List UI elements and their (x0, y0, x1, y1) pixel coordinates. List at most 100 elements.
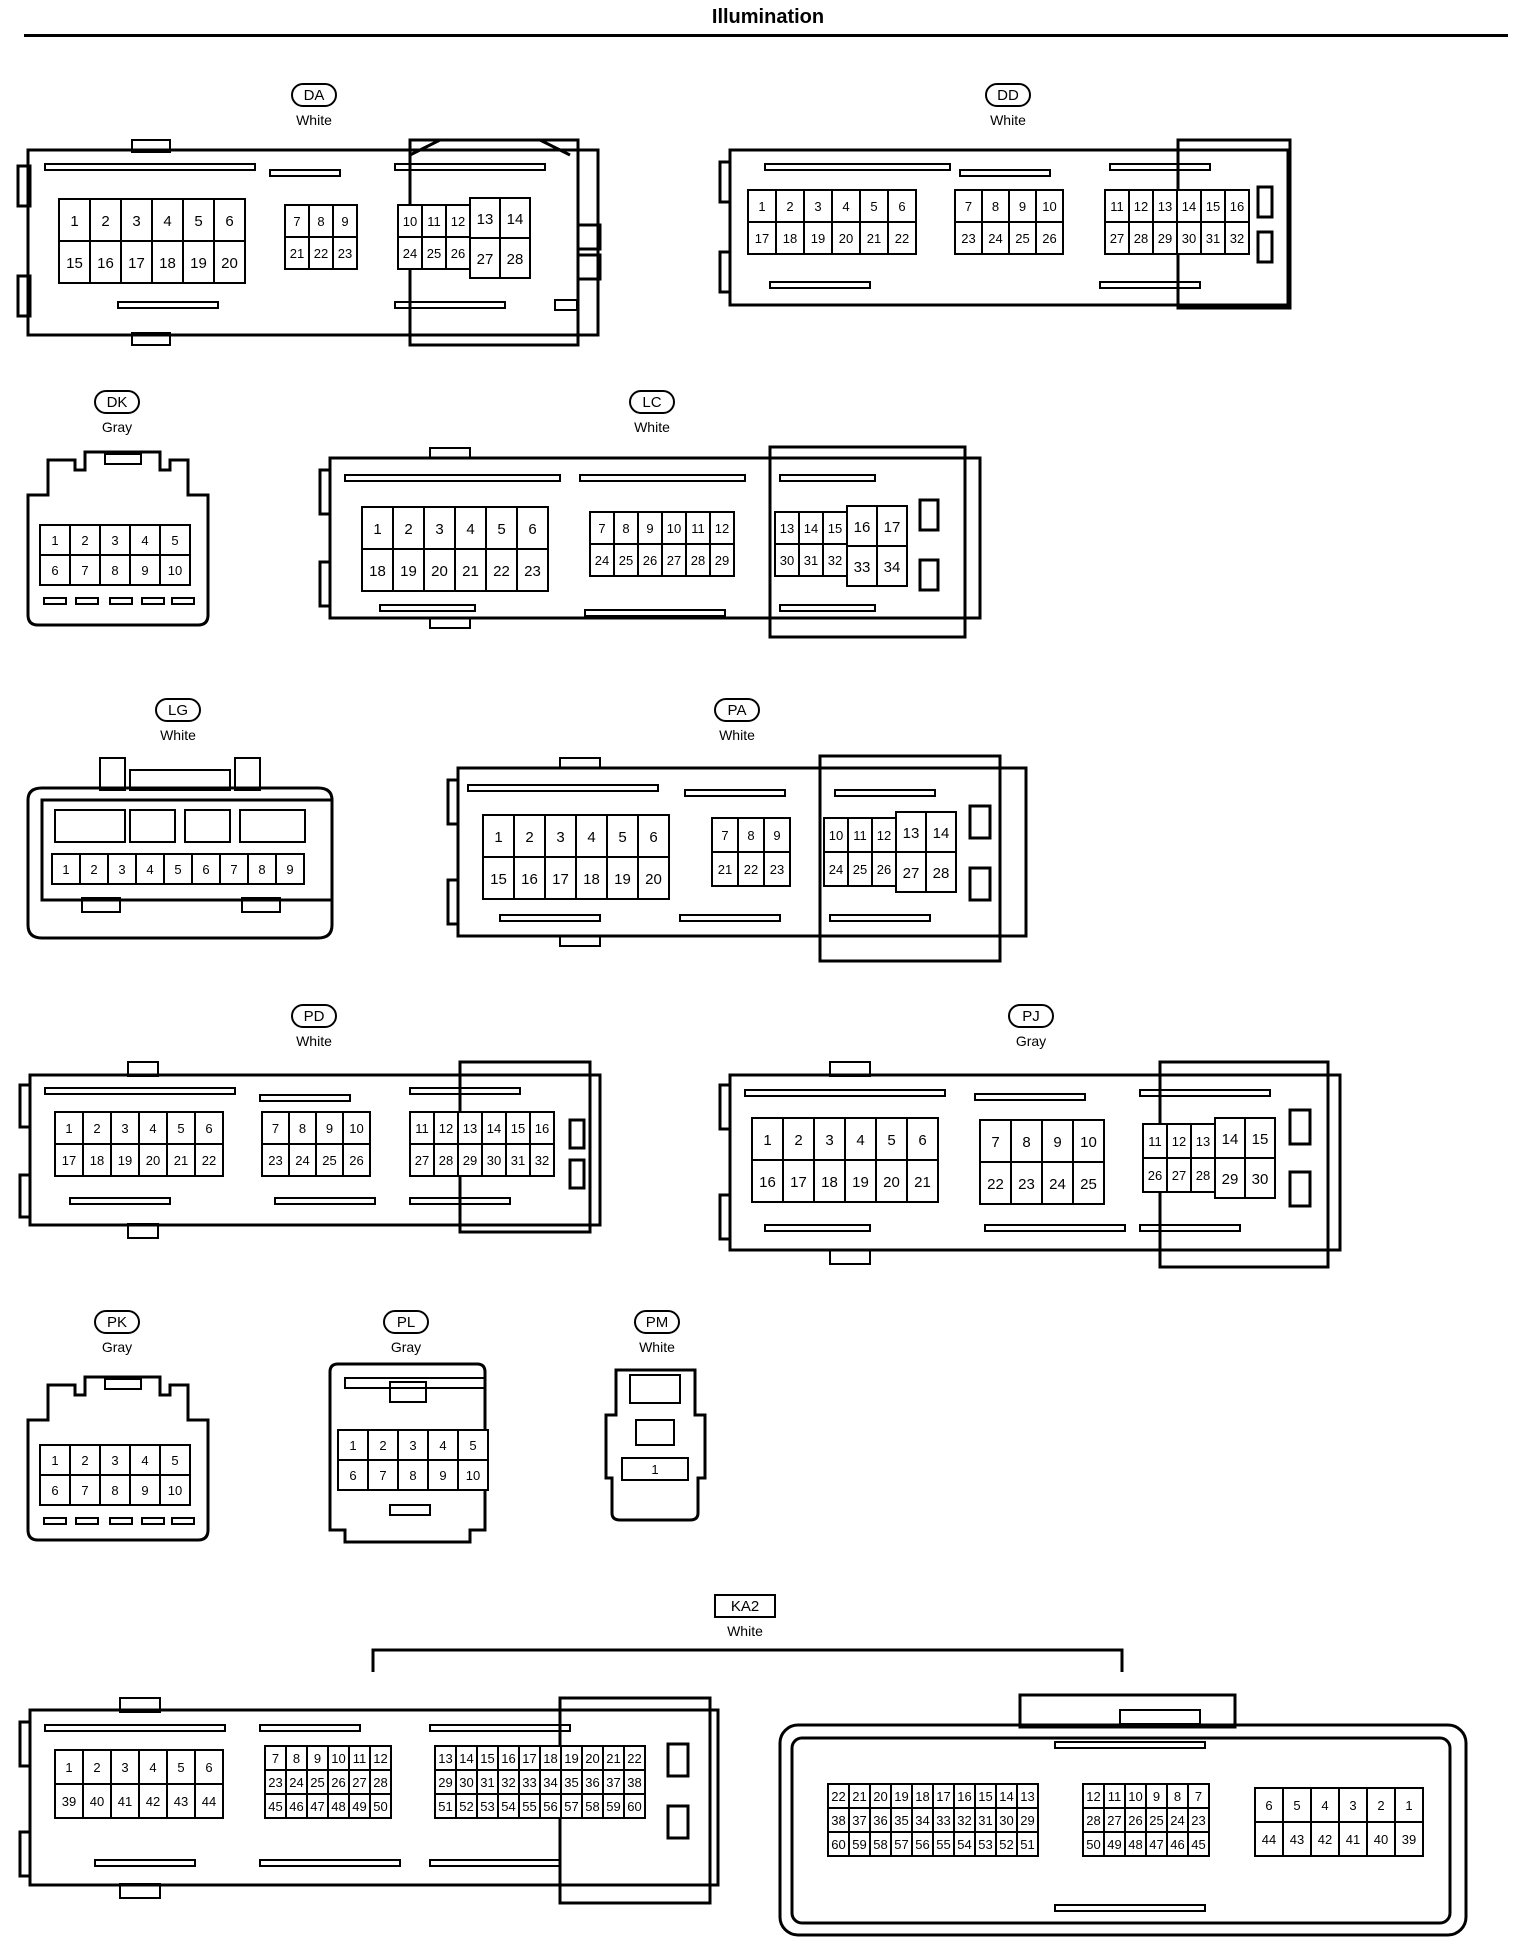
pin-number: 21 (718, 862, 732, 877)
pin-number: 8 (111, 1483, 118, 1498)
latch-slot (1119, 1709, 1201, 1725)
housing-section (718, 1193, 732, 1241)
pin-number: 16 (521, 871, 538, 888)
pin-number: 24 (595, 553, 609, 568)
pin-number: 28 (1134, 231, 1148, 246)
pin-cell (1128, 221, 1154, 255)
pin-cell (887, 189, 917, 223)
pin-number: 26 (643, 553, 657, 568)
pin-number: 28 (373, 1775, 387, 1790)
pin-number: 23 (338, 246, 352, 261)
pin-number: 38 (627, 1775, 641, 1790)
connector-code: DK (107, 394, 128, 411)
pin-cell (737, 851, 765, 887)
housing-section (1256, 185, 1274, 219)
connector-color: Gray (391, 1339, 421, 1355)
latch-slot (344, 1377, 486, 1389)
pin-number: 3 (111, 1453, 118, 1468)
pin-number: 4 (146, 862, 153, 877)
pin-cell (69, 1474, 101, 1506)
latch-slot (829, 1249, 871, 1265)
pin-number: 55 (936, 1837, 950, 1852)
pin-cell (332, 236, 358, 270)
pin-cell (979, 1119, 1012, 1163)
pin-cell (847, 851, 873, 887)
latch-slot (54, 809, 126, 843)
pin-number: 50 (373, 1799, 387, 1814)
pin-cell (120, 198, 153, 242)
pin-number: 23 (268, 1153, 282, 1168)
pin-number: 5 (887, 1132, 895, 1149)
housing-section (918, 558, 940, 592)
latch-slot (499, 914, 601, 922)
pin-number: 18 (90, 1153, 104, 1168)
housing-section (18, 1830, 32, 1878)
pin-cell (482, 856, 515, 900)
pin-number: 8 (992, 199, 999, 214)
pin-number: 47 (310, 1799, 324, 1814)
pin-number: 12 (715, 521, 729, 536)
pin-number: 9 (439, 1468, 446, 1483)
housing-section (576, 223, 602, 251)
housing-section (18, 1083, 32, 1129)
pin-number: 13 (903, 825, 920, 842)
pin-number: 11 (1108, 1789, 1122, 1804)
latch-slot (1054, 1904, 1206, 1912)
pin-number: 12 (1086, 1789, 1100, 1804)
pin-number: 9 (646, 521, 653, 536)
housing-section (728, 148, 1290, 307)
pin-cell (1176, 221, 1202, 255)
pin-cell (1142, 1157, 1168, 1193)
latch-slot (171, 1517, 195, 1525)
latch-slot (629, 1374, 681, 1404)
pin-cell (505, 1143, 531, 1177)
pin-number: 6 (205, 1121, 212, 1136)
connector-body-da-roof (409, 138, 571, 157)
pin-cell (895, 811, 927, 853)
pin-cell (427, 1429, 459, 1461)
pin-number: 15 (978, 1789, 992, 1804)
latch-slot (684, 789, 786, 797)
pin-number: 16 (535, 1121, 549, 1136)
pin-number: 58 (873, 1837, 887, 1852)
housing-section (328, 456, 982, 620)
pin-number: 34 (543, 1775, 557, 1790)
pin-number: 8 (317, 214, 324, 229)
pin-number: 6 (528, 521, 536, 538)
pin-number: 24 (403, 246, 417, 261)
pin-number: 26 (1042, 231, 1056, 246)
pin-cell (623, 1793, 646, 1819)
latch-slot (184, 809, 231, 843)
pin-cell (332, 204, 358, 238)
pin-number: 46 (289, 1799, 303, 1814)
housing-section (728, 1073, 1342, 1252)
pin-number: 10 (829, 828, 843, 843)
pin-number: 2 (404, 521, 412, 538)
connector-color: Gray (102, 1339, 132, 1355)
pin-number: 9 (326, 1121, 333, 1136)
latch-slot (234, 757, 261, 791)
pin-number: 14 (933, 825, 950, 842)
pin-cell (1254, 1821, 1284, 1857)
housing-section (456, 766, 1028, 938)
pin-number: 2 (786, 199, 793, 214)
latch-slot (69, 1197, 171, 1205)
pin-cell (1072, 1161, 1105, 1205)
pin-number: 27 (1172, 1168, 1186, 1183)
pin-cell (1187, 1831, 1210, 1857)
pin-number: 17 (755, 231, 769, 246)
pin-number: 53 (978, 1837, 992, 1852)
pin-number: 5 (177, 1121, 184, 1136)
pin-cell (213, 240, 246, 284)
pin-number: 1 (373, 521, 381, 538)
pin-number: 4 (466, 521, 474, 538)
pin-number: 13 (1020, 1789, 1034, 1804)
